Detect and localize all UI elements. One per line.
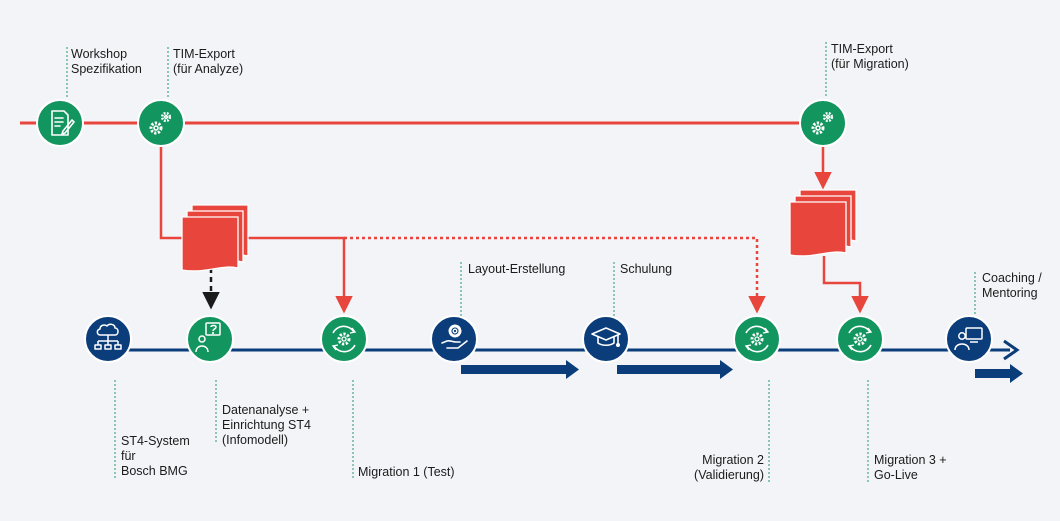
document-stack-2 (789, 189, 857, 257)
label-tim-export-migration: TIM-Export (für Migration) (831, 42, 909, 71)
label-st4-system: ST4-System für Bosch BMG (121, 434, 190, 478)
gears-icon (811, 111, 834, 135)
node-layout-erstellung[interactable] (430, 315, 478, 363)
person-computer-icon (954, 327, 983, 351)
node-datenanalyse[interactable] (186, 315, 234, 363)
node-migration-1[interactable] (320, 315, 368, 363)
gears-icon (149, 111, 172, 135)
node-workshop[interactable] (36, 99, 84, 147)
label-workshop: Workshop Spezifikation (71, 47, 142, 76)
node-st4-system[interactable] (84, 315, 132, 363)
red-connectors (159, 146, 869, 314)
gear-cycle-icon (331, 325, 357, 353)
node-tim-export-migration[interactable] (799, 99, 847, 147)
graduation-cap-icon (591, 327, 621, 347)
bottom-navy-line (108, 339, 1023, 383)
gear-cycle-icon (744, 325, 770, 353)
navy-arrow-2 (617, 360, 733, 379)
label-guides (66, 42, 976, 482)
label-coaching: Coaching / Mentoring (982, 271, 1042, 300)
person-question-icon (195, 322, 221, 353)
label-schulung: Schulung (620, 262, 673, 276)
label-layout-erstellung: Layout-Erstellung (468, 262, 566, 276)
navy-arrow-3 (975, 364, 1023, 383)
label-migration-3: Migration 3 + Go-Live (874, 453, 947, 482)
node-coaching[interactable] (945, 315, 993, 363)
document-edit-icon (51, 110, 75, 136)
node-tim-export-analyze[interactable] (137, 99, 185, 147)
node-schulung[interactable] (582, 315, 630, 363)
label-datenanalyse: Datenanalyse + Einrichtung ST4 (Infomode… (222, 403, 311, 447)
node-migration-2[interactable] (733, 315, 781, 363)
navy-arrow-1 (461, 360, 579, 379)
hand-gear-icon (441, 324, 468, 349)
node-migration-3[interactable] (836, 315, 884, 363)
label-migration-1: Migration 1 (Test) (358, 465, 455, 479)
label-migration-2: Migration 2 (Validierung) (694, 453, 764, 482)
label-tim-export-analyze: TIM-Export (für Analyze) (173, 47, 244, 76)
document-stack-1 (181, 204, 249, 272)
cloud-network-icon (94, 323, 122, 350)
gear-cycle-icon (847, 325, 873, 353)
